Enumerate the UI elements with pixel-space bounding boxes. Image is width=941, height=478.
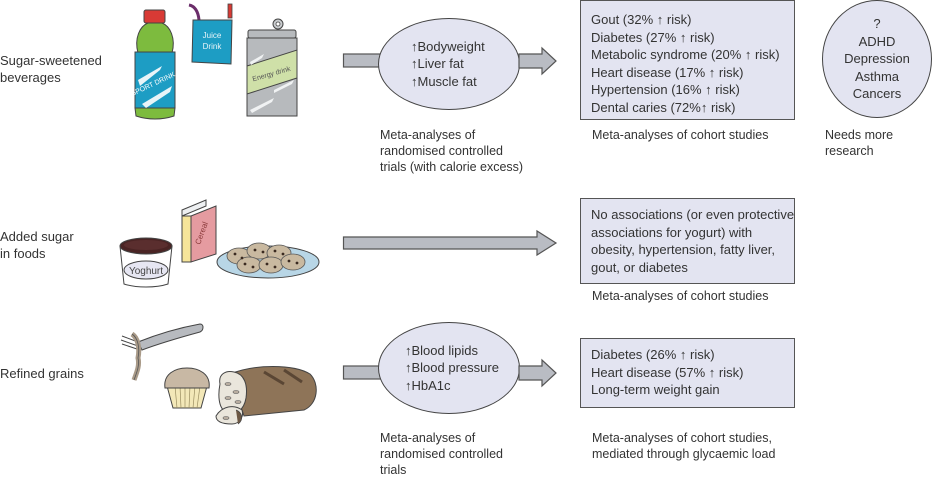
arrow-to-cohort-grains [518, 358, 557, 388]
rct-effects-ellipse-beverages: ↑Bodyweight ↑Liver fat ↑Muscle fat [378, 18, 520, 110]
research-caption: Needs more research [825, 128, 894, 158]
cohort-item: associations for yogurt) with [591, 224, 753, 240]
juice-label-line1: Juice [203, 31, 222, 40]
needs-research-circle: ? ADHD Depression Asthma Cancers [822, 0, 932, 118]
cohort-box-beverages: Gout (32% ↑ risk) Diabetes (27% ↑ risk) … [580, 0, 795, 120]
cohort-item: obesity, hypertension, fatty liver, [591, 242, 776, 257]
cohort-item: No associations (or even protective [591, 207, 795, 222]
muffin-icon [164, 367, 210, 409]
sport-drink-bottle-icon: SPORT DRINK [130, 9, 177, 120]
caption-line: Meta-analyses of [380, 128, 476, 142]
caption-line: mediated through glycaemic load [592, 447, 776, 461]
rct-effect: ↑Blood lipids [405, 342, 478, 358]
juice-drink-box-icon: Juice Drink [188, 3, 233, 65]
cohort-item: Metabolic syndrome (20% ↑ risk) [591, 47, 780, 62]
cohort-item: Diabetes (27% ↑ risk) [591, 29, 715, 45]
cohort-item: Gout (32% ↑ risk) [591, 12, 692, 27]
research-item: Depression [844, 51, 910, 67]
pasta-fork-icon [120, 323, 204, 381]
caption-line: Meta-analyses of cohort studies, [592, 431, 772, 445]
yoghurt-cup-icon: Yoghurt [119, 237, 173, 288]
row-label-line: Sugar-sweetened [0, 53, 102, 68]
cohort-item: Long-term weight gain [591, 382, 720, 397]
research-item: ? [873, 16, 881, 32]
rct-effect: ↑Liver fat [411, 56, 464, 72]
cohort-item: Diabetes (26% ↑ risk) [591, 347, 715, 362]
cohort-box-added-sugar: No associations (or even protective asso… [580, 198, 795, 284]
cohort-item: Heart disease (57% ↑ risk) [591, 364, 744, 380]
cohort-item: gout, or diabetes [591, 259, 688, 275]
research-item: Asthma [854, 68, 900, 84]
cohort-caption-added-sugar: Meta-analyses of cohort studies [592, 288, 768, 304]
cohort-item: Heart disease (17% ↑ risk) [591, 64, 744, 80]
row-label-line: beverages [0, 70, 61, 85]
cohort-box-grains: Diabetes (26% ↑ risk) Heart disease (57%… [580, 338, 795, 408]
arrow-to-rct-grains [342, 365, 385, 380]
cohort-caption-grains: Meta-analyses of cohort studies, mediate… [592, 430, 775, 462]
row-label-line: Added sugar [0, 229, 74, 244]
cookie-plate-icon [216, 242, 320, 279]
research-item: Cancers [852, 86, 902, 102]
caption-line: trials (with calorie excess) [380, 160, 524, 174]
cohort-item: Hypertension (16% ↑ risk) [591, 82, 740, 97]
row-label-line: in foods [0, 246, 46, 261]
caption-line: trials [380, 463, 407, 477]
rct-caption-grains: Meta-analyses of randomised controlled t… [380, 430, 503, 478]
caption-line: randomised controlled [380, 447, 503, 461]
yoghurt-label: Yoghurt [129, 266, 163, 277]
row-label-line: Refined grains [0, 366, 84, 381]
rct-effect: ↑Muscle fat [411, 73, 477, 89]
arrow-to-rct-beverages [342, 53, 385, 68]
rct-effect: ↑HbA1c [405, 377, 451, 393]
rct-effect: ↑Bodyweight [411, 38, 485, 54]
rct-effects-ellipse-grains: ↑Blood lipids ↑Blood pressure ↑HbA1c [378, 322, 520, 414]
cereal-box-icon: Cereal [181, 199, 217, 263]
caption-line: Meta-analyses of cohort studies [592, 289, 769, 303]
cohort-caption-beverages: Meta-analyses of cohort studies [592, 127, 768, 143]
row-label-refined-grains: Refined grains [0, 365, 84, 382]
caption-line: Meta-analyses of cohort studies [592, 128, 769, 142]
juice-label-line2: Drink [203, 42, 223, 51]
row-label-added-sugar: Added sugar in foods [0, 228, 74, 262]
rct-caption-beverages: Meta-analyses of randomised controlled t… [380, 127, 523, 175]
arrow-to-cohort-added-sugar [342, 229, 558, 257]
rct-effect: ↑Blood pressure [405, 360, 499, 376]
bread-loaf-icon [215, 366, 317, 425]
caption-line: Meta-analyses of [380, 431, 476, 445]
caption-line: randomised controlled [380, 144, 503, 158]
energy-drink-can-icon: Energy drink [246, 18, 298, 117]
row-label-beverages: Sugar-sweetened beverages [0, 52, 102, 86]
arrow-to-cohort-beverages [518, 46, 557, 76]
research-item: ADHD [858, 33, 896, 49]
cohort-item: Dental caries (72%↑ risk) [591, 99, 736, 115]
